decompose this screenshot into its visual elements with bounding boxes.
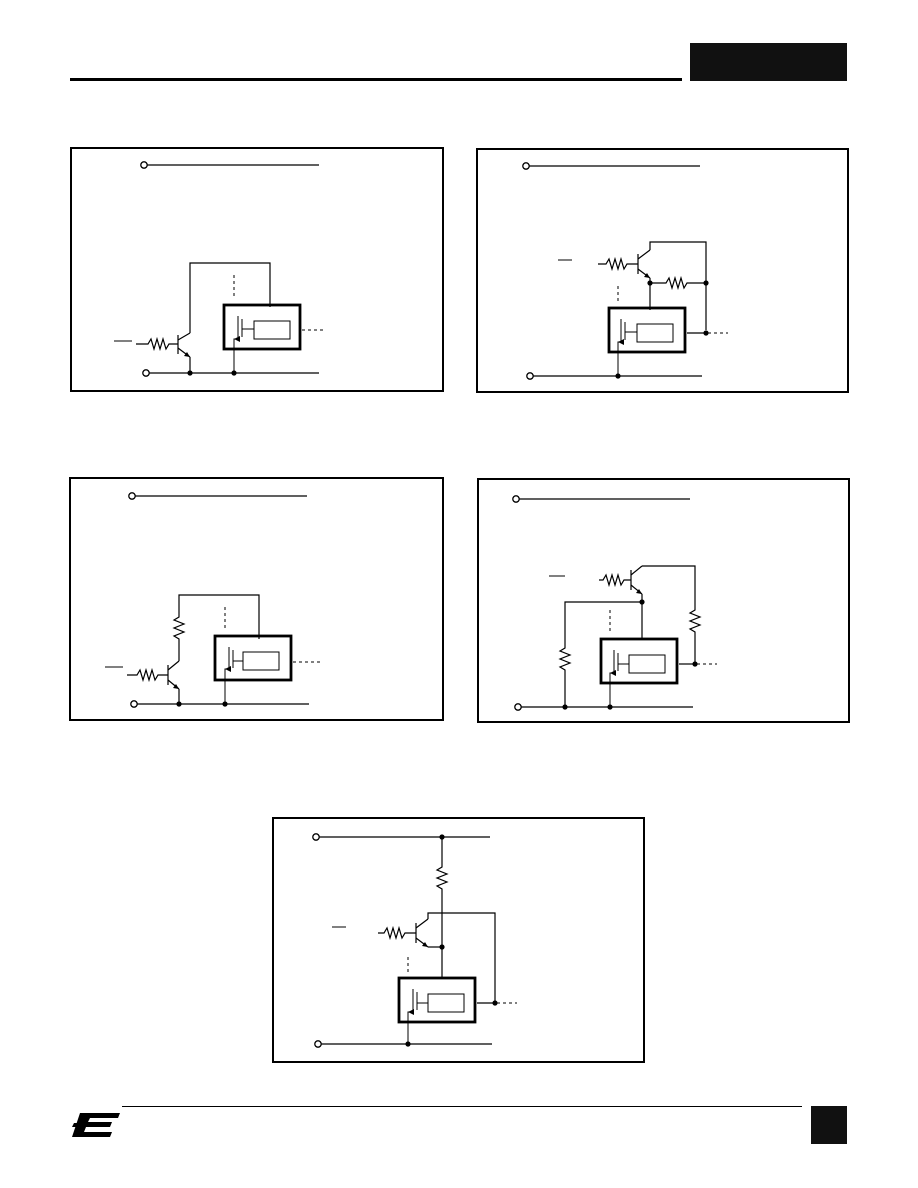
company-logo	[72, 1113, 120, 1137]
circuit-diagram-c	[69, 477, 444, 721]
circuit-diagram-e	[272, 817, 645, 1063]
header-tab	[690, 43, 847, 81]
header-rule	[70, 78, 682, 81]
circuit-diagram-d	[477, 478, 850, 723]
circuit-diagram-b	[476, 148, 849, 393]
page-number-tab	[811, 1106, 847, 1144]
circuit-diagram-a	[70, 147, 444, 392]
footer-rule	[122, 1106, 802, 1107]
